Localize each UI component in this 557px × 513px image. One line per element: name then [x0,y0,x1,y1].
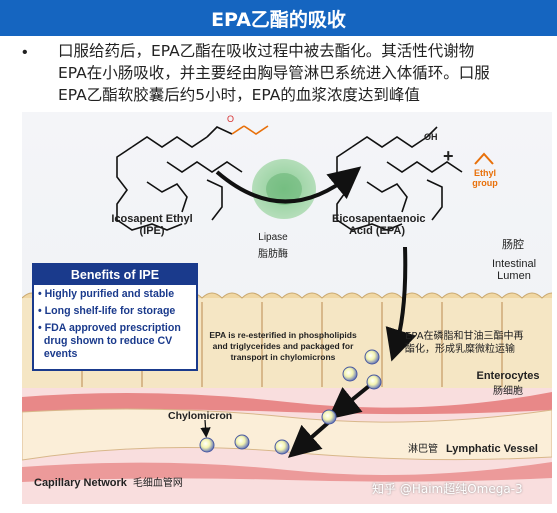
ipe-label-line2: (IPE) [139,225,165,237]
conversion-arrow [215,166,362,204]
ethyl-group-icon [474,152,494,165]
epa-label-line2: Acid (EPA) [348,225,406,237]
ethyl-label-line2: group [472,178,498,188]
description-paragraph: 口服给药后，EPA乙酯在吸收过程中被去酯化。其活性代谢物 EPA在小肠吸收，并主… [58,40,548,106]
lymphatic-vessel [22,408,552,461]
page-title: EPA乙酯的吸收 [0,0,557,36]
lipase-label: Lipase 脂肪酶 [255,232,291,260]
paragraph-line: 口服给药后，EPA乙酯在吸收过程中被去酯化。其活性代谢物 [58,42,475,60]
note-line: transport in chylomicrons [230,352,336,362]
enterocytes-label-en: Enterocytes [476,370,540,382]
re-esterification-note: EPA is re-esterified in phospholipids an… [202,330,364,363]
capillary-vessel [22,462,552,482]
note-line: EPA is re-esterified in phospholipids [209,330,357,340]
ipe-molecule [116,125,269,231]
chylomicron-particle [342,366,358,382]
lumen-label-en2: Lumen [497,270,531,282]
lumen-label-en1: Intestinal [491,258,537,270]
note-cn-line: 酯化，形成乳糜微粒运输 [405,344,515,355]
chylomicron-particle [274,439,290,455]
oxygen-symbol: O [227,114,234,124]
benefit-item-line: drug shown to reduce CV [38,335,173,347]
plus-sign: + [443,146,454,166]
lumen-label-cn: 肠腔 [502,238,524,251]
benefit-item: • FDA approved prescription drug shown t… [38,322,196,361]
capillary-network-label: Capillary Network 毛细血管网 [34,474,183,489]
transport-arrow [327,380,376,420]
chylomicron-particle [364,349,380,365]
note-line: and triglycerides and packaged for [212,341,354,351]
capillary-label-en: Capillary Network [34,477,127,489]
lipase-label-en: Lipase [258,232,288,243]
epa-label: Eicosapentaenoic Acid (EPA) [332,213,426,237]
lymph-label-cn: 淋巴管 [408,444,438,455]
watermark: 知乎 @Haim超纯Omega-3 [372,482,523,496]
enterocytes-label: Enterocytes 肠细胞 [468,370,548,397]
benefit-item: • Long shelf-life for storage [38,305,176,317]
transport-arrow [287,420,331,458]
capillary-label-cn: 毛细血管网 [132,478,183,489]
benefits-heading: Benefits of IPE [34,265,196,285]
benefit-item-line: • FDA approved prescription [38,322,181,334]
ethyl-group-label: Ethyl group [468,168,502,188]
ethyl-label-line1: Ethyl [473,168,496,178]
chylomicron-label: Chylomicron [168,410,233,422]
lipase-label-cn: 脂肪酶 [258,249,288,260]
enterocytes-label-cn: 肠细胞 [493,386,523,397]
benefits-panel: Benefits of IPE • Highly purified and st… [32,263,198,371]
hydroxyl-label: OH [424,132,438,142]
ipe-label-line1: Icosapent Ethyl [111,213,193,225]
benefit-item: • Highly purified and stable [38,288,175,300]
benefits-list: • Highly purified and stable • Long shel… [34,288,196,361]
capillary-vessel [22,392,552,415]
chylomicron-particles [199,349,382,455]
ipe-label: Icosapent Ethyl (IPE) [107,213,197,237]
intestinal-lumen-label: 肠腔 Intestinal Lumen [484,236,544,282]
epa-label-line1: Eicosapentaenoic [332,213,426,225]
lipase-core [266,173,302,205]
re-esterification-note-cn: EPA在磷脂和甘油三酯中再 酯化，形成乳糜微粒运输 [405,330,553,356]
chylomicron-particle [199,437,215,453]
benefit-item-line: events [38,348,78,360]
chylomicron-particle [366,374,382,390]
lymph-label-en: Lymphatic Vessel [446,443,538,455]
note-cn-line: EPA在磷脂和甘油三酯中再 [405,331,524,342]
chylomicron-particle [321,409,337,425]
chylomicron-pointer [200,419,211,438]
lymphatic-vessel-label: 淋巴管 Lymphatic Vessel [408,440,538,455]
paragraph-line: EPA在小肠吸收，并主要经由胸导管淋巴系统进入体循环。口服 [58,64,490,82]
absorption-arrow [385,246,417,362]
paragraph-line: EPA乙酯软胶囊后约5小时，EPA的血浆浓度达到峰值 [58,86,420,104]
bullet-marker: • [22,44,28,61]
chylomicron-particle [234,434,250,450]
